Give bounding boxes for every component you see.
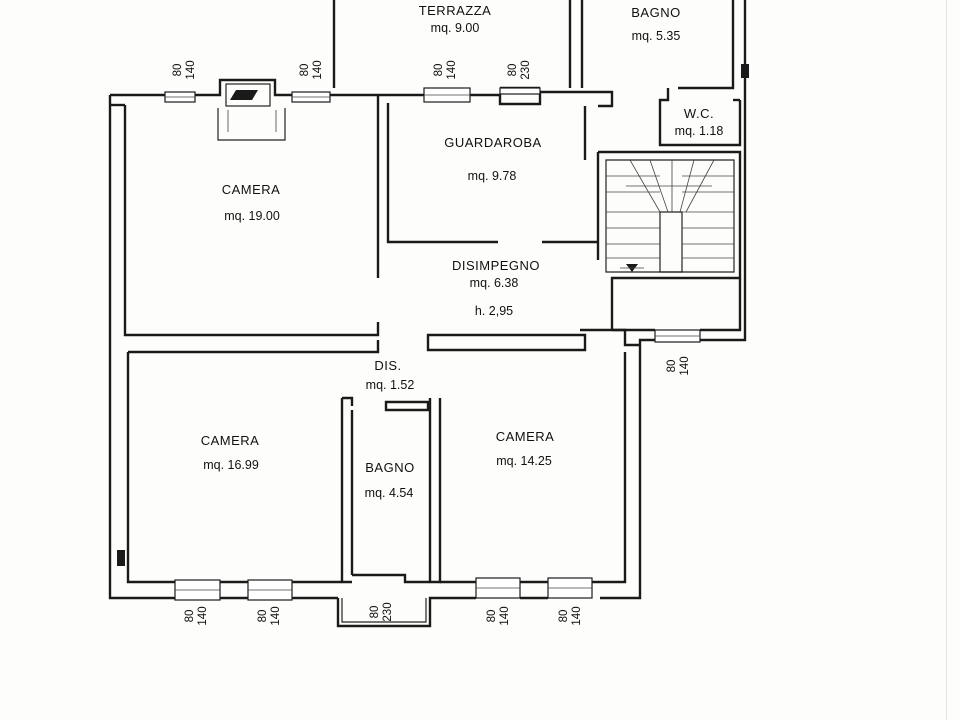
room-wc-name: W.C.	[684, 106, 714, 121]
room-wc-area: mq. 1.18	[675, 124, 724, 138]
opening-height-w-s-5: 140	[571, 606, 583, 625]
opening-height-w-s-2: 140	[270, 606, 282, 625]
opening-labels: 80 140 80 140 80 140 80 230 80 140 80 14…	[172, 60, 691, 625]
east-wall	[600, 60, 747, 600]
room-bagno-mid-area: mq. 4.54	[365, 486, 414, 500]
opening-height-w-s-1: 140	[197, 606, 209, 625]
opening-width-w-s-2: 80	[257, 610, 269, 623]
room-camera-se-area: mq. 14.25	[496, 454, 552, 468]
opening-width-w-s-4: 80	[486, 610, 498, 623]
room-camera-se-name: CAMERA	[496, 429, 555, 444]
room-disimpegno-area: mq. 6.38	[470, 276, 519, 290]
opening-width-w-s-1: 80	[184, 610, 196, 623]
opening-height-w-nw-2: 140	[312, 60, 324, 79]
opening-height-w-east: 140	[679, 356, 691, 375]
room-dis-area: mq. 1.52	[366, 378, 415, 392]
opening-height-w-terr-1: 140	[446, 60, 458, 79]
camera-se-walls	[440, 352, 627, 584]
opening-height-w-s-3: 230	[382, 602, 394, 621]
stair	[596, 150, 742, 330]
opening-width-w-s-3: 80	[369, 606, 381, 619]
room-terrazza-area: mq. 9.00	[431, 21, 480, 35]
opening-width-w-nw-1: 80	[172, 64, 184, 77]
room-camera-nw-name: CAMERA	[222, 182, 281, 197]
room-terrazza-name: TERRAZZA	[419, 3, 492, 18]
room-bagno-mid-name: BAGNO	[365, 460, 414, 475]
opening-height-w-nw-1: 140	[185, 60, 197, 79]
opening-height-w-s-4: 140	[499, 606, 511, 625]
guardaroba-walls	[376, 95, 598, 278]
opening-height-w-terr-2: 230	[520, 60, 532, 79]
opening-width-w-terr-2: 80	[507, 64, 519, 77]
opening-width-w-nw-2: 80	[299, 64, 311, 77]
room-camera-sw-name: CAMERA	[201, 433, 260, 448]
room-disimpegno-height: h. 2,95	[475, 304, 513, 318]
page-edge-line	[946, 0, 947, 720]
opening-width-w-terr-1: 80	[433, 64, 445, 77]
south-wall	[174, 577, 593, 628]
west-wall	[108, 95, 380, 600]
room-dis-name: DIS.	[374, 358, 401, 373]
opening-width-w-s-5: 80	[558, 610, 570, 623]
wc-walls	[658, 88, 742, 147]
room-guardaroba-area: mq. 9.78	[468, 169, 517, 183]
opening-width-w-east: 80	[666, 360, 678, 373]
north-windows	[164, 87, 541, 103]
room-labels: TERRAZZA mq. 9.00 BAGNO mq. 5.35 W.C. mq…	[201, 3, 724, 500]
terrazza-walls	[332, 0, 572, 88]
disimpegno-walls	[426, 328, 640, 352]
chimney-flue	[230, 90, 258, 100]
room-disimpegno-name: DISIMPEGNO	[452, 258, 540, 273]
drain-marker-bottom	[117, 550, 125, 566]
room-guardaroba-name: GUARDAROBA	[444, 135, 541, 150]
room-bagno-top-name: BAGNO	[631, 5, 680, 20]
chimney	[225, 83, 271, 107]
room-camera-nw-area: mq. 19.00	[224, 209, 280, 223]
room-bagno-top-area: mq. 5.35	[632, 29, 681, 43]
room-camera-sw-area: mq. 16.99	[203, 458, 259, 472]
